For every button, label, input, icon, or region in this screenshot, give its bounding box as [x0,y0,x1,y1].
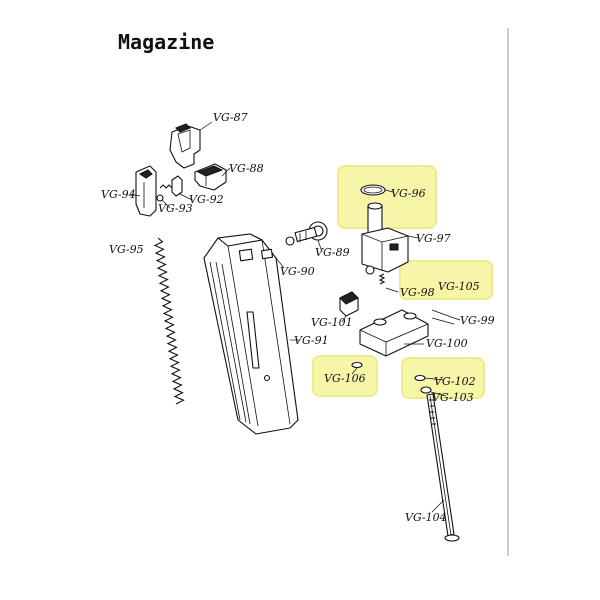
part-vg99 [431,309,461,325]
label-vg95: VG-95 [109,243,144,256]
label-vg100: VG-100 [426,337,468,350]
label-vg96: VG-96 [391,187,426,200]
page-title: Magazine [118,30,214,54]
label-vg103: VG-103 [432,391,474,404]
label-vg94: VG-94 [101,188,136,201]
part-vg95 [153,237,185,405]
label-vg90: VG-90 [280,265,315,278]
part-vg102 [414,374,445,382]
label-vg105: VG-105 [438,280,480,293]
label-vg91: VG-91 [294,334,329,347]
label-vg101: VG-101 [311,316,353,329]
part-vg87 [169,121,213,169]
part-vg100 [359,309,429,357]
label-vg88: VG-88 [229,162,264,175]
highlight-box-vg105 [399,260,493,300]
part-vg98 [365,265,399,293]
label-vg97: VG-97 [416,232,451,245]
label-vg93: VG-93 [158,202,193,215]
part-vg91-magazine-body [203,233,300,435]
label-vg92: VG-92 [189,193,224,206]
part-vg101 [339,291,359,323]
label-vg104: VG-104 [405,511,447,524]
label-vg87: VG-87 [213,111,248,124]
label-vg98: VG-98 [400,286,435,299]
label-vg89: VG-89 [315,246,350,259]
part-vg92 [159,175,193,201]
part-vg94 [129,165,157,217]
part-vg89 [285,221,328,253]
part-vg96 [360,184,394,196]
label-vg102: VG-102 [434,375,476,388]
label-vg99: VG-99 [460,314,495,327]
part-vg104 [426,393,460,542]
part-vg93 [156,194,171,209]
part-vg97 [361,202,419,273]
label-vg106: VG-106 [324,372,366,385]
part-vg88 [194,163,231,191]
part-vg106 [351,361,363,375]
part-vg103 [420,386,447,397]
